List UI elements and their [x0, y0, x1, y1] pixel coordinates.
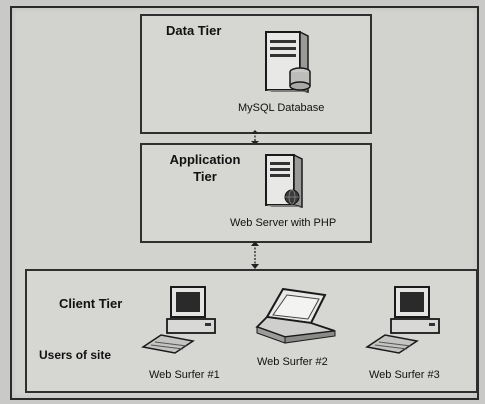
laptop-icon	[255, 287, 341, 347]
web-surfer-3-label: Web Surfer #3	[369, 369, 440, 381]
users-of-site-label: Users of site	[39, 348, 112, 362]
web-server-php-label: Web Server with PHP	[230, 217, 337, 229]
data-tier-box: Data Tier MySQL Database	[140, 14, 372, 134]
web-surfer-1-label: Web Surfer #1	[149, 369, 220, 381]
double-arrow-icon	[249, 241, 261, 269]
web-surfer-2-label: Web Surfer #2	[257, 356, 328, 368]
application-tier-box: Application Tier Web Server with PHP	[140, 143, 372, 243]
globe-icon	[284, 189, 300, 205]
database-cylinder-icon	[289, 67, 311, 91]
application-tier-title: Application Tier	[160, 151, 250, 185]
data-tier-title: Data Tier	[166, 23, 222, 38]
desktop-computer-icon	[141, 285, 237, 355]
desktop-computer-icon	[365, 285, 461, 355]
mysql-database-label: MySQL Database	[238, 102, 325, 114]
database-server-icon	[260, 30, 312, 96]
client-tier-title: Client Tier	[59, 296, 123, 311]
web-server-icon	[262, 153, 306, 213]
application-tier-title-line2: Tier	[193, 169, 217, 184]
application-tier-title-line1: Application	[169, 152, 241, 167]
client-tier-box: Client Tier Users of site Web Surfer #1	[25, 269, 478, 393]
